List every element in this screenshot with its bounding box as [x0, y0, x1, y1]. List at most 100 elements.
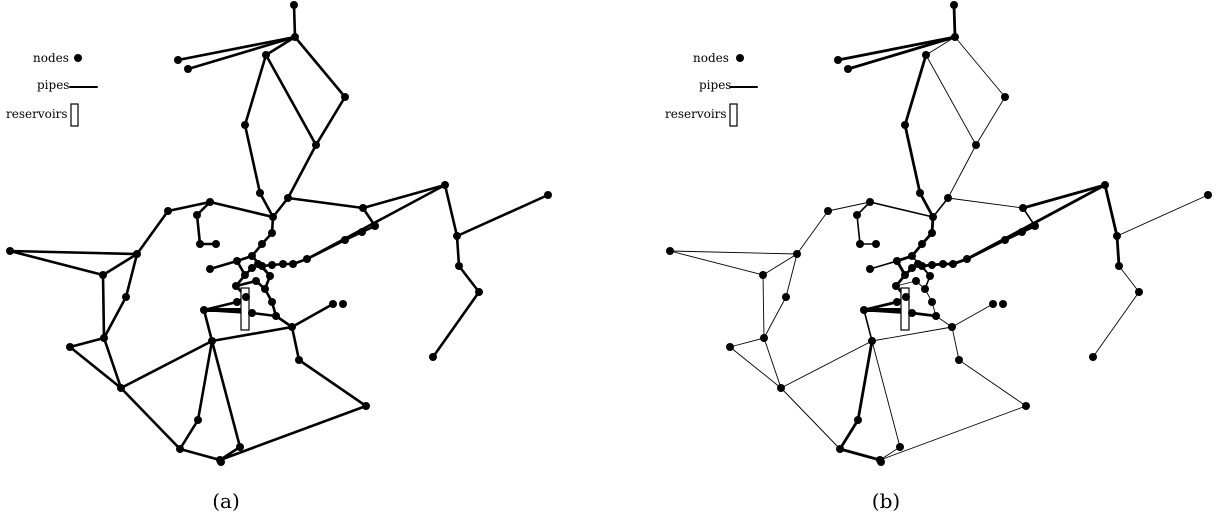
network-b-node — [726, 343, 734, 351]
network-a-pipe — [210, 339, 242, 449]
network-b-node — [1019, 204, 1027, 212]
network-b-pipe — [669, 250, 764, 276]
network-a-node — [258, 262, 266, 270]
network-a-node — [269, 213, 277, 221]
network-a-node — [217, 458, 225, 466]
network-a-node — [241, 121, 249, 129]
network-b-node — [926, 272, 934, 280]
network-a-node — [117, 384, 125, 392]
network-a-node — [233, 298, 241, 306]
network-b-pipe — [947, 144, 977, 199]
network-a-node — [475, 288, 483, 296]
network-a-node — [196, 240, 204, 248]
network-a-node — [233, 257, 241, 265]
network-b-node — [999, 300, 1007, 308]
network-b-node — [955, 356, 963, 364]
network-b-node — [834, 56, 842, 64]
network-a-node — [329, 300, 337, 308]
network-b-node — [844, 65, 852, 73]
network-b-reservoir — [900, 287, 910, 331]
network-b-node — [1204, 191, 1212, 199]
network-a-node — [232, 282, 240, 290]
network-b-pipe — [871, 326, 953, 342]
network-b-node — [948, 323, 956, 331]
network-a-pipe — [196, 339, 214, 422]
caption-b: (b) — [872, 489, 900, 513]
network-a-pipe — [135, 209, 170, 256]
network-b-pipe — [958, 359, 1027, 407]
network-b-node — [908, 252, 916, 260]
network-a-node — [290, 1, 298, 9]
network-b-pipe — [925, 54, 977, 146]
network-b-node — [918, 240, 926, 248]
network-a-node — [339, 300, 347, 308]
legend-b: nodes pipes reservoirs — [665, 51, 758, 127]
network-a-node — [453, 232, 461, 240]
network-b-node — [836, 445, 844, 453]
network-b-pipe — [729, 337, 765, 348]
network-b-node — [868, 337, 876, 345]
network-a-node — [291, 33, 299, 41]
network-b-pipe — [827, 201, 871, 212]
legend-nodes-label: nodes — [33, 51, 69, 65]
network-a-pipe — [314, 95, 347, 147]
network-b-pipe — [871, 340, 901, 448]
network-a-node — [122, 293, 130, 301]
network-a-node — [193, 211, 201, 219]
network-b-node — [908, 309, 916, 317]
network-b-node — [989, 300, 997, 308]
network-a-pipe — [286, 143, 318, 200]
network-a-node — [362, 402, 370, 410]
legend-reservoirs-label: reservoirs — [6, 107, 68, 121]
network-b-pipe — [869, 260, 898, 270]
network-a-node — [236, 443, 244, 451]
network-a-pipe — [68, 336, 106, 349]
network-a-node — [359, 204, 367, 212]
network-b-pipe — [762, 274, 765, 339]
network-b-node — [866, 198, 874, 206]
network-a-node — [258, 240, 266, 248]
network-b-node — [951, 33, 959, 41]
network-a-node — [208, 337, 216, 345]
network-a-node — [174, 56, 182, 64]
panel-b: nodes pipes reservoirs (b) — [665, 1, 1212, 513]
network-b-node — [777, 384, 785, 392]
network-b-node — [854, 416, 862, 424]
network-a-pipe — [124, 252, 139, 299]
network-b-node — [949, 260, 957, 268]
network-b-pipe — [838, 418, 860, 451]
network-a-pipe — [102, 336, 123, 390]
network-b-pipe — [838, 447, 882, 462]
network-b-node — [928, 261, 936, 269]
network-b-pipe — [846, 35, 957, 71]
network-b-node — [972, 141, 980, 149]
network-a-pipe — [210, 325, 294, 343]
network-b-pipe — [954, 36, 1006, 98]
network-a-node — [164, 207, 172, 215]
network-a-node — [295, 356, 303, 364]
network-b-node — [872, 240, 880, 248]
network-b-node — [963, 255, 971, 263]
network-a-node — [133, 250, 141, 258]
network-b-pipe — [856, 339, 874, 422]
network-b-node — [759, 271, 767, 279]
network-a-node — [303, 255, 311, 263]
legend-nodes-label-b: nodes — [693, 51, 729, 65]
network-a-node — [99, 271, 107, 279]
network-a-pipe — [457, 264, 481, 294]
network-a-pipe — [264, 35, 297, 57]
network-a-node — [262, 51, 270, 59]
network-a-node — [341, 236, 349, 244]
network-a-pipe — [119, 339, 214, 390]
network-a-node — [268, 229, 276, 237]
network-a-pipe — [101, 273, 106, 340]
legend-node-icon-b — [736, 54, 744, 62]
network-b-pipe — [932, 197, 949, 218]
network-a-pipe — [243, 123, 262, 195]
network-a-pipe — [176, 35, 297, 62]
network-b-node — [1001, 93, 1009, 101]
network-a-pipe — [264, 53, 318, 147]
network-a-pipe — [297, 358, 368, 408]
network-a-node — [279, 260, 287, 268]
